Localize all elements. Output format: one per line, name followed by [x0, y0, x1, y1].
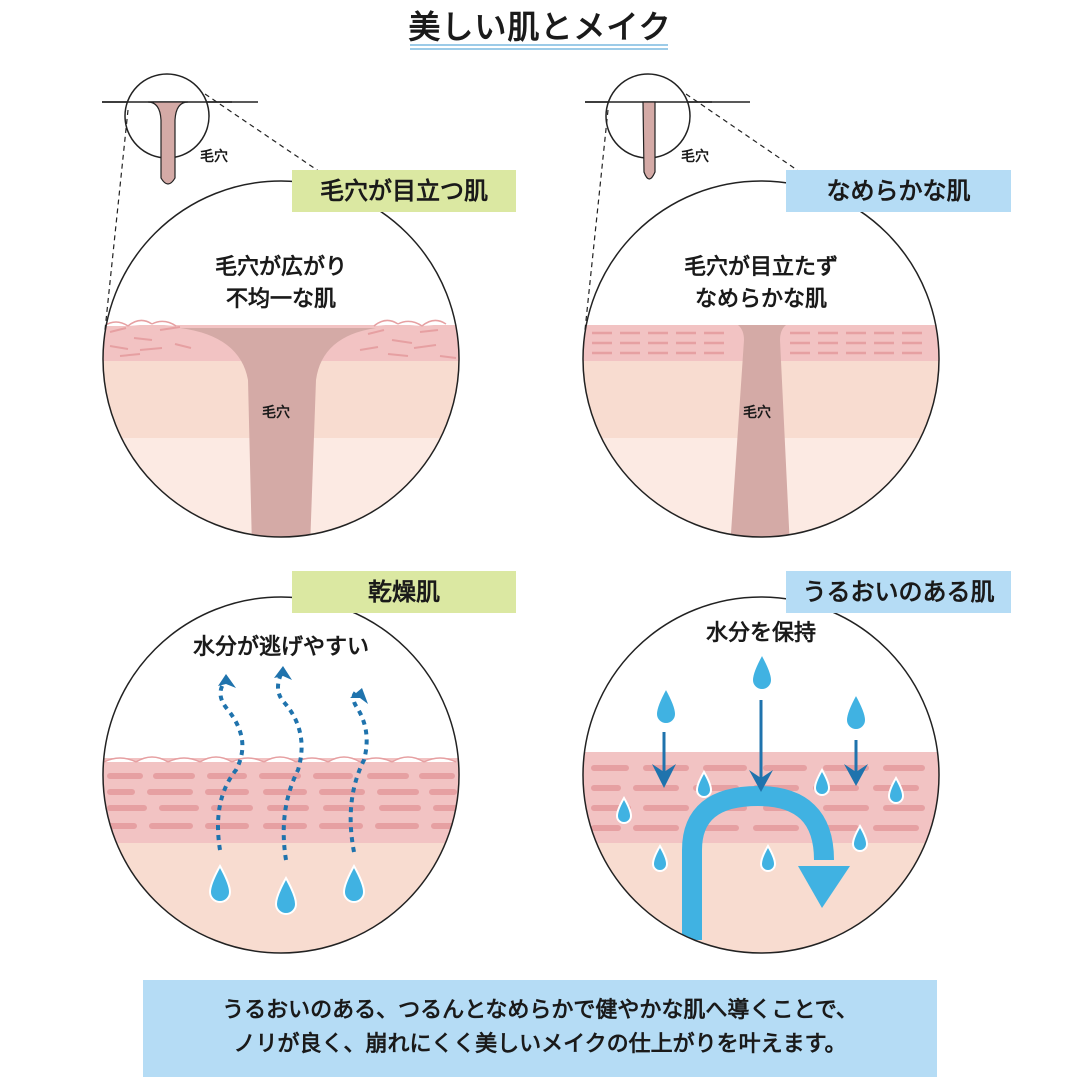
- pore-icon: [147, 101, 189, 185]
- description-dry: 水分が逃げやすい: [192, 635, 369, 660]
- pore-icon-label: 毛穴: [681, 149, 709, 165]
- summary-box: うるおいのある、つるんとなめらかで健やかな肌へ導くことで、 ノリが良く、崩れにく…: [143, 980, 937, 1077]
- smooth-zoom-icon: [584, 73, 801, 331]
- inward-arrows: [662, 700, 858, 778]
- skin-cells: [107, 773, 459, 829]
- inward-arrowheads: [652, 764, 868, 792]
- title-underline: [410, 44, 668, 46]
- retention-arrowhead: [798, 866, 850, 908]
- label-dry: 乾燥肌: [292, 571, 516, 613]
- even-skin-texture: [592, 331, 922, 355]
- description-moist: 水分を保持: [705, 621, 816, 646]
- title-underline-2: [410, 48, 668, 50]
- epidermis: [103, 758, 459, 843]
- panel-circle: [582, 596, 940, 954]
- arrowheads: [218, 666, 368, 704]
- summary-line-2: ノリが良く、崩れにくく美しいメイクの仕上がりを叶えます。: [233, 1032, 847, 1057]
- rough-surface: [103, 756, 457, 763]
- panel-circle: [102, 180, 460, 538]
- pore-icon-label: 毛穴: [200, 149, 228, 165]
- panel-circle: [582, 180, 940, 538]
- narrow-pore: [730, 325, 790, 537]
- smooth-cross-section: [583, 181, 939, 537]
- summary-line-1: うるおいのある、つるんとなめらかで健やかな肌へ導くことで、: [222, 998, 858, 1023]
- panel-circle: [102, 596, 460, 954]
- label-pores-visible: 毛穴が目立つ肌: [292, 170, 516, 212]
- wide-pore: [180, 328, 376, 537]
- dry-cross-section: [103, 597, 459, 953]
- label-smooth: なめらかな肌: [786, 170, 1011, 212]
- pores-visible-zoom-icon: [102, 73, 321, 331]
- zoom-line: [104, 109, 129, 331]
- pore-icon: [642, 101, 656, 180]
- label-moist: うるおいのある肌: [786, 571, 1011, 613]
- water-drops: [208, 863, 366, 915]
- uneven-skin-texture: [109, 326, 457, 359]
- description-smooth: 毛穴が目立たず なめらかな肌: [683, 255, 838, 312]
- description-pores-visible: 毛穴が広がり 不均一な肌: [214, 255, 347, 312]
- pores-visible-cross-section: [103, 181, 459, 537]
- pore-label-cross-section: 毛穴: [262, 405, 290, 421]
- zoom-line: [584, 109, 609, 331]
- retention-arrow: [682, 785, 834, 940]
- uneven-surface-flakes: [103, 319, 447, 327]
- pore-label-cross-section: 毛穴: [743, 405, 771, 421]
- water-drops: [615, 651, 905, 872]
- escaping-moisture-paths: [216, 671, 369, 861]
- page-title: 美しい肌とメイク: [408, 8, 672, 46]
- moist-cross-section: [583, 597, 939, 953]
